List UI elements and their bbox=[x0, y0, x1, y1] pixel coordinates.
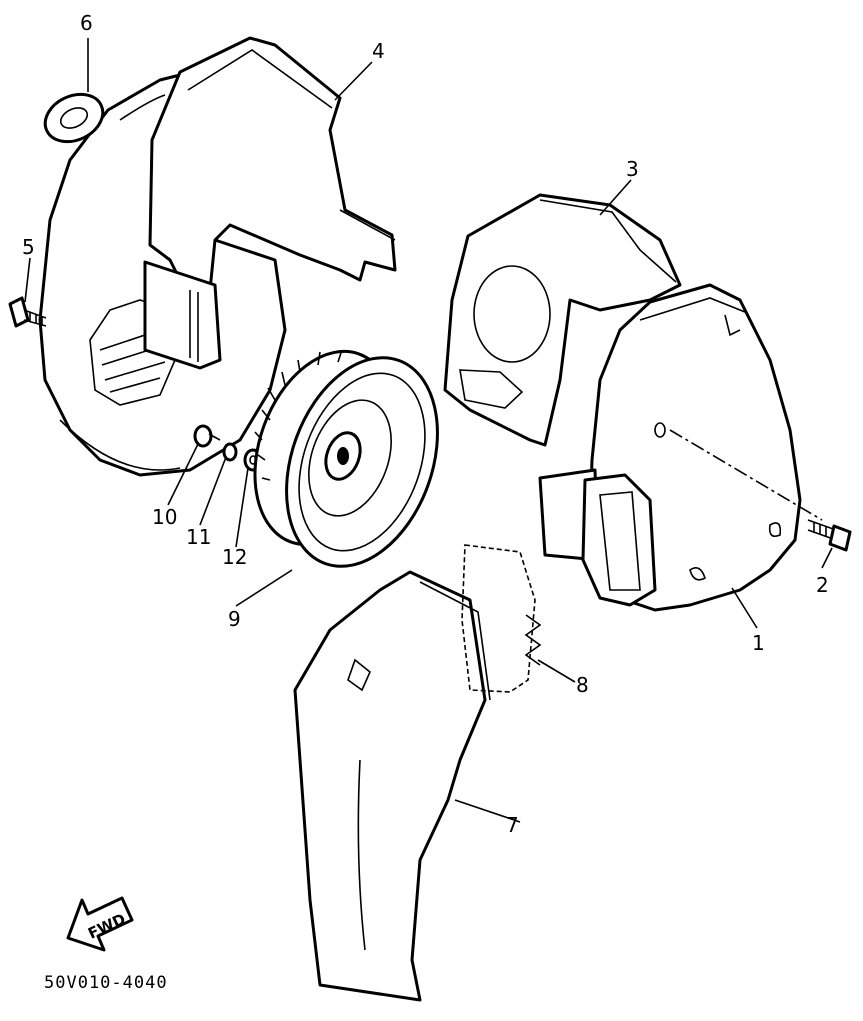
part-screw-5 bbox=[8, 296, 47, 328]
callout-6: 6 bbox=[80, 11, 93, 35]
callout-11: 11 bbox=[186, 525, 211, 549]
part-gasket bbox=[461, 544, 542, 693]
fwd-arrow-icon: FWD bbox=[66, 896, 134, 952]
callout-2: 2 bbox=[816, 573, 829, 597]
callout-10: 10 bbox=[152, 505, 177, 529]
part-bolt-10 bbox=[193, 424, 221, 448]
part-spring-washer-11 bbox=[222, 442, 238, 462]
callout-5: 5 bbox=[22, 235, 35, 259]
callout-labels: 6 4 3 5 2 1 9 8 7 10 11 12 bbox=[22, 11, 829, 837]
callout-3: 3 bbox=[626, 157, 639, 181]
callout-12: 12 bbox=[222, 545, 247, 569]
callout-1: 1 bbox=[752, 631, 765, 655]
callout-4: 4 bbox=[372, 39, 385, 63]
diagram-code: 50V010-4040 bbox=[44, 973, 168, 993]
part-cover bbox=[538, 283, 802, 612]
part-screw-2 bbox=[807, 519, 852, 552]
callout-9: 9 bbox=[228, 607, 241, 631]
part-air-duct bbox=[293, 570, 491, 1002]
leader-lines bbox=[24, 38, 833, 823]
part-cooling-fan bbox=[253, 349, 439, 568]
callout-8: 8 bbox=[576, 673, 589, 697]
callout-7: 7 bbox=[506, 813, 519, 837]
part-air-shroud bbox=[143, 36, 397, 370]
part-grommet bbox=[43, 92, 105, 144]
part-inner-shroud bbox=[443, 193, 682, 447]
